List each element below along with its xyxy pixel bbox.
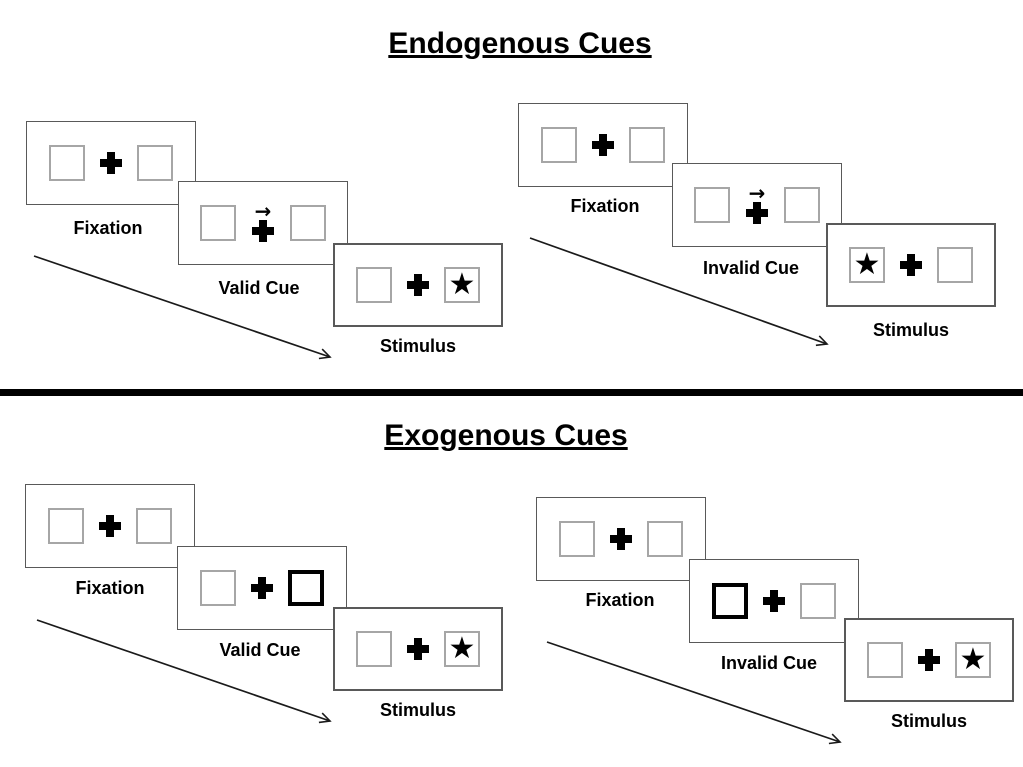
frame-label-stimulus: Stimulus — [872, 320, 950, 340]
target-box-right: ★ — [444, 631, 480, 667]
star-target-icon: ★ — [959, 642, 987, 677]
fixation-cross-icon — [99, 515, 121, 537]
fixation-cross-icon — [746, 201, 768, 224]
endogenous-invalid-stimulus-panel: ★ — [826, 223, 996, 307]
fixation-cross-icon — [592, 134, 614, 156]
placeholder-box-left — [200, 570, 236, 606]
placeholder-box-left — [356, 631, 392, 667]
star-target-icon: ★ — [448, 631, 476, 666]
section-title-exogenous: Exogenous Cues — [384, 419, 628, 452]
frame-label-stimulus: Stimulus — [890, 711, 968, 731]
central-cue: → — [251, 198, 275, 242]
central-cue: → — [745, 180, 769, 224]
star-target-icon: ★ — [448, 267, 476, 302]
fixation-cross-icon — [900, 254, 922, 276]
star-target-icon: ★ — [853, 247, 881, 282]
placeholder-box-left — [559, 521, 595, 557]
exogenous-valid-fixation-panel — [25, 484, 195, 568]
exogenous-valid-stimulus-panel: ★ — [333, 607, 503, 691]
fixation-cross-icon — [763, 590, 785, 612]
frame-label-fixation: Fixation — [585, 590, 655, 610]
placeholder-box-left — [694, 187, 730, 223]
placeholder-box-right — [137, 145, 173, 181]
fixation-cross-icon — [407, 638, 429, 660]
endogenous-valid-cue-panel: → — [178, 181, 348, 265]
exogenous-valid-cue-panel — [177, 546, 347, 630]
placeholder-box-left — [541, 127, 577, 163]
section-divider — [0, 389, 1023, 396]
placeholder-box-left — [356, 267, 392, 303]
endogenous-invalid-cue-panel: → — [672, 163, 842, 247]
exogenous-invalid-stimulus-panel: ★ — [844, 618, 1014, 702]
placeholder-box-right — [937, 247, 973, 283]
endogenous-valid-fixation-panel — [26, 121, 196, 205]
fixation-cross-icon — [610, 528, 632, 550]
endogenous-valid-stimulus-panel: ★ — [333, 243, 503, 327]
placeholder-box-left — [200, 205, 236, 241]
fixation-cross-icon — [100, 152, 122, 174]
timeline-arrow-endogenous-valid — [33, 255, 332, 360]
placeholder-box-right — [290, 205, 326, 241]
highlighted-cue-box-left — [712, 583, 748, 619]
target-box-left: ★ — [849, 247, 885, 283]
frame-label-valid-cue: Valid Cue — [219, 640, 301, 660]
placeholder-box-right — [629, 127, 665, 163]
timeline-arrow-endogenous-invalid — [529, 237, 829, 347]
frame-label-fixation: Fixation — [75, 578, 145, 598]
frame-label-fixation: Fixation — [73, 218, 143, 238]
endogenous-invalid-fixation-panel — [518, 103, 688, 187]
exogenous-invalid-fixation-panel — [536, 497, 706, 581]
frame-label-stimulus: Stimulus — [379, 336, 457, 356]
placeholder-box-right — [136, 508, 172, 544]
target-box-right: ★ — [955, 642, 991, 678]
fixation-cross-icon — [407, 274, 429, 296]
timeline-arrow-exogenous-valid — [36, 619, 332, 724]
frame-label-invalid-cue: Invalid Cue — [720, 653, 818, 673]
exogenous-invalid-cue-panel — [689, 559, 859, 643]
placeholder-box-right — [800, 583, 836, 619]
target-box-right: ★ — [444, 267, 480, 303]
highlighted-cue-box-right — [288, 570, 324, 606]
cue-arrow-right-icon: → — [254, 198, 272, 223]
fixation-cross-icon — [251, 577, 273, 599]
frame-label-stimulus: Stimulus — [379, 700, 457, 720]
fixation-cross-icon — [918, 649, 940, 671]
fixation-cross-icon — [252, 219, 274, 242]
placeholder-box-left — [49, 145, 85, 181]
cue-arrow-right-icon: → — [748, 180, 766, 205]
placeholder-box-right — [784, 187, 820, 223]
frame-label-valid-cue: Valid Cue — [218, 278, 300, 298]
placeholder-box-left — [48, 508, 84, 544]
placeholder-box-right — [647, 521, 683, 557]
frame-label-invalid-cue: Invalid Cue — [702, 258, 800, 278]
frame-label-fixation: Fixation — [570, 196, 640, 216]
section-title-endogenous: Endogenous Cues — [388, 27, 652, 60]
placeholder-box-left — [867, 642, 903, 678]
